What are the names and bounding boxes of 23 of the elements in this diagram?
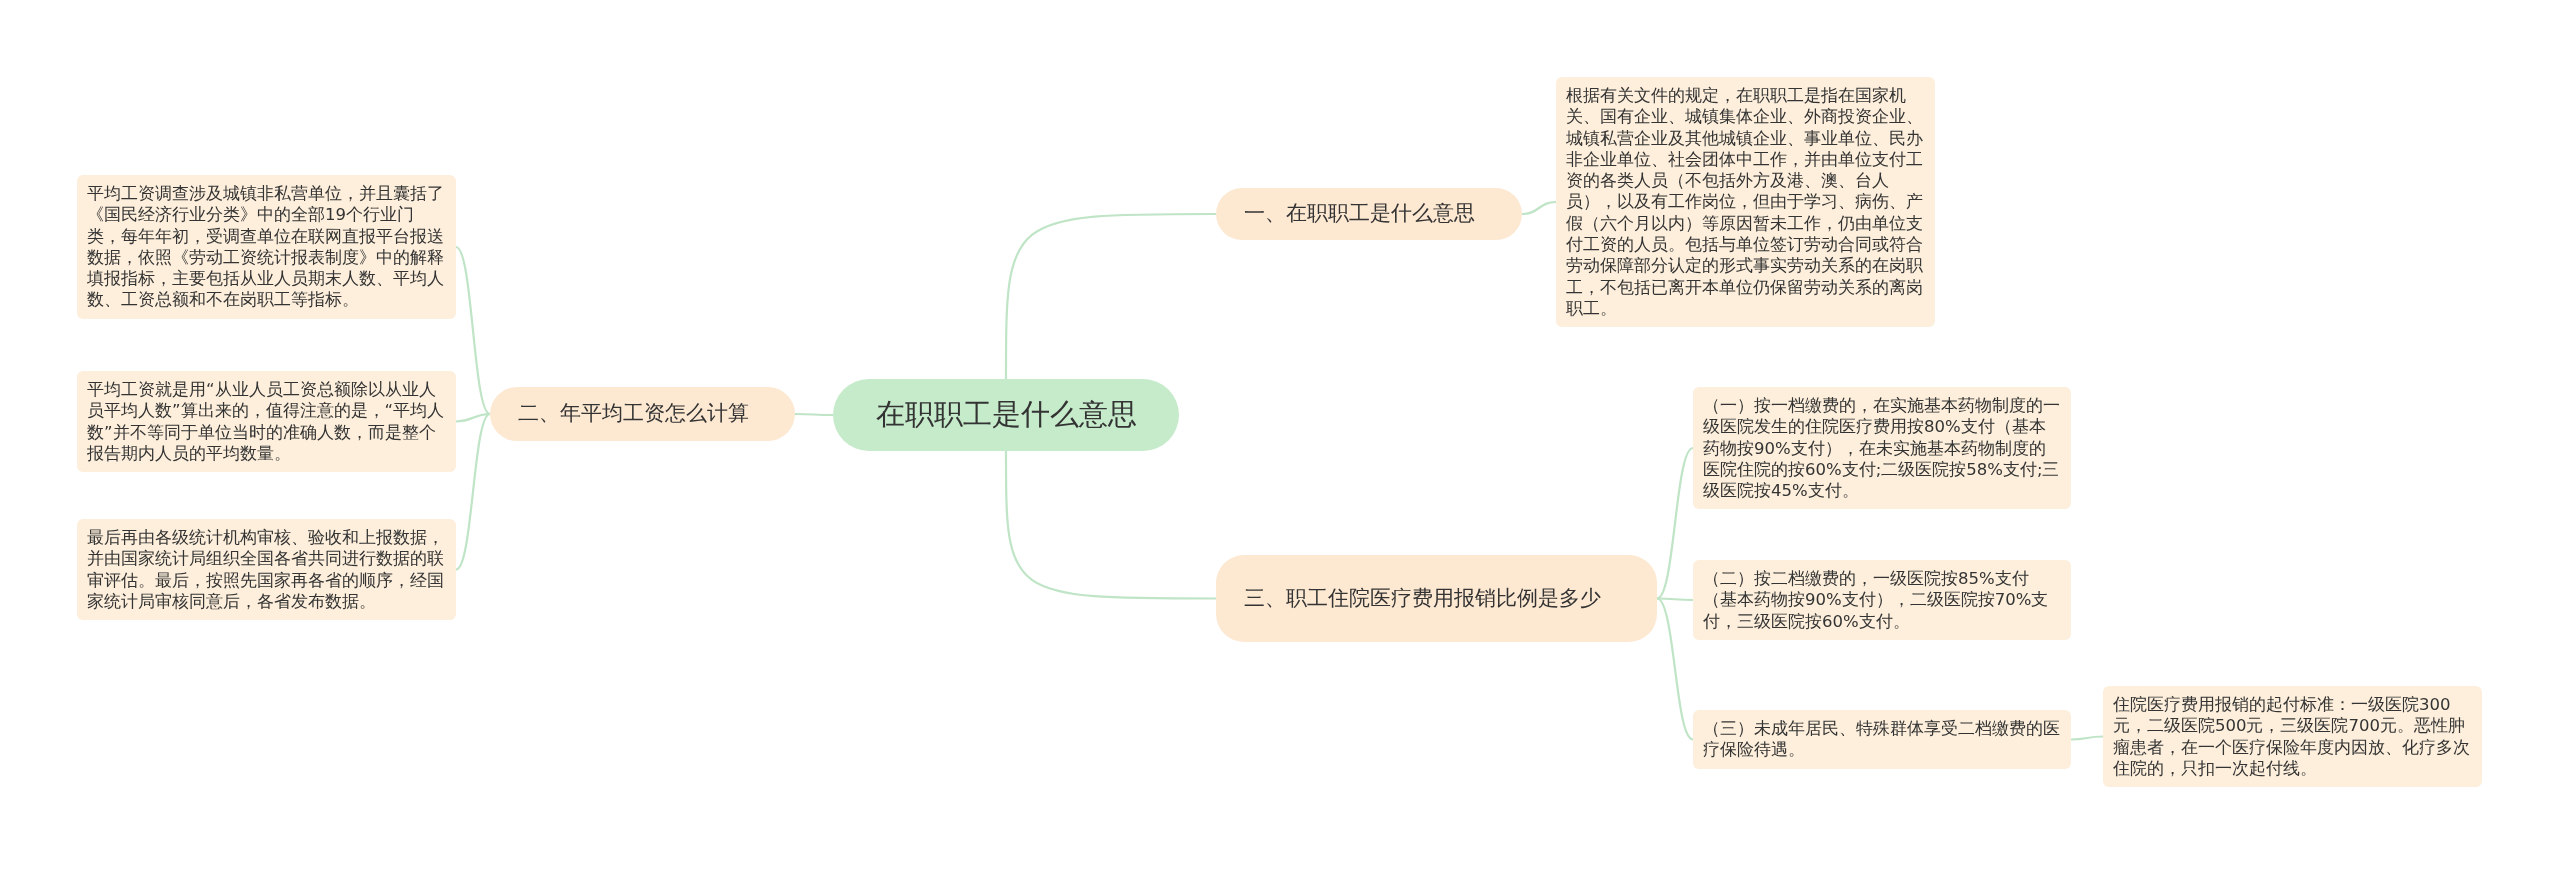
note-box: （一）按一档缴费的，在实施基本药物制度的一级医院发生的住院医疗费用按80%支付（基本药物按90%支付），在未实施基本药物制度的医院住院的按60%支付;二级医院按58%支付;三级医院按45%支付。 — [1693, 387, 2071, 510]
connector-line — [1004, 451, 1216, 600]
connector-line — [1521, 200, 1557, 216]
branch-topic: 一、在职职工是什么意思 — [1216, 188, 1522, 240]
note-box: 平均工资调查涉及城镇非私营单位，并且囊括了《国民经济行业分类》中的全部19个行业门类，每年年初，受调查单位在联网直报平台报送数据，依照《劳动工资统计报表制度》中的解释填报指标，主要包括从业人员期末人数、平均人数、工资总额和不在岗职工等指标。 — [77, 175, 456, 319]
branch-topic: 二、年平均工资怎么计算 — [490, 387, 795, 441]
connector-line — [455, 246, 491, 415]
note-box: 住院医疗费用报销的起付标准：一级医院300元，二级医院500元，三级医院700元。恶性肿瘤患者，在一个医疗保险年度内因放、化疗多次住院的，只扣一次起付线。 — [2103, 686, 2482, 788]
note-box: 平均工资就是用“从业人员工资总额除以从业人员平均人数”算出来的，值得注意的是，“平均人数”并不等同于单位当时的准确人数，而是整个报告期内人员的平均数量。 — [77, 371, 456, 473]
connector-line — [455, 412, 491, 423]
connector-line — [1656, 447, 1694, 600]
connector-line — [1657, 597, 1693, 602]
note-box: （三）未成年居民、特殊群体享受二档缴费的医疗保险待遇。 — [1693, 710, 2071, 769]
note-box: （二）按二档缴费的，一级医院按85%支付（基本药物按90%支付），二级医院按70%支付，三级医院按60%支付。 — [1693, 560, 2071, 640]
connector-line — [1656, 597, 1694, 741]
note-box: 最后再由各级统计机构审核、验收和上报数据，并由国家统计局组织全国各省共同进行数据的联审评估。最后，按照先国家再各省的顺序，经国家统计局审核同意后，各省发布数据。 — [77, 519, 456, 621]
connector-line — [795, 412, 833, 417]
note-box: 根据有关文件的规定，在职职工是指在国家机关、国有企业、城镇集体企业、外商投资企业、城镇私营企业及其他城镇企业、事业单位、民办非企业单位、社会团体中工作，并由单位支付工资的各类人员（不包括外方及港、澳、台人员），以及有工作岗位，但由于学习、病伤、产假（六个月以内）等原因暂未工作，仍由单位支付工资的人员。包括与单位签订劳动合同或符合劳动保障部分认定的形式事实劳动关系的在岗职工，不包括已离开本单位仍保留劳动关系的离岗职工。 — [1556, 77, 1935, 328]
connector-line — [1004, 212, 1216, 379]
connector-line — [455, 413, 491, 571]
branch-topic: 三、职工住院医疗费用报销比例是多少 — [1216, 555, 1657, 642]
connector-line — [2071, 735, 2103, 741]
central-topic: 在职职工是什么意思 — [833, 379, 1179, 451]
